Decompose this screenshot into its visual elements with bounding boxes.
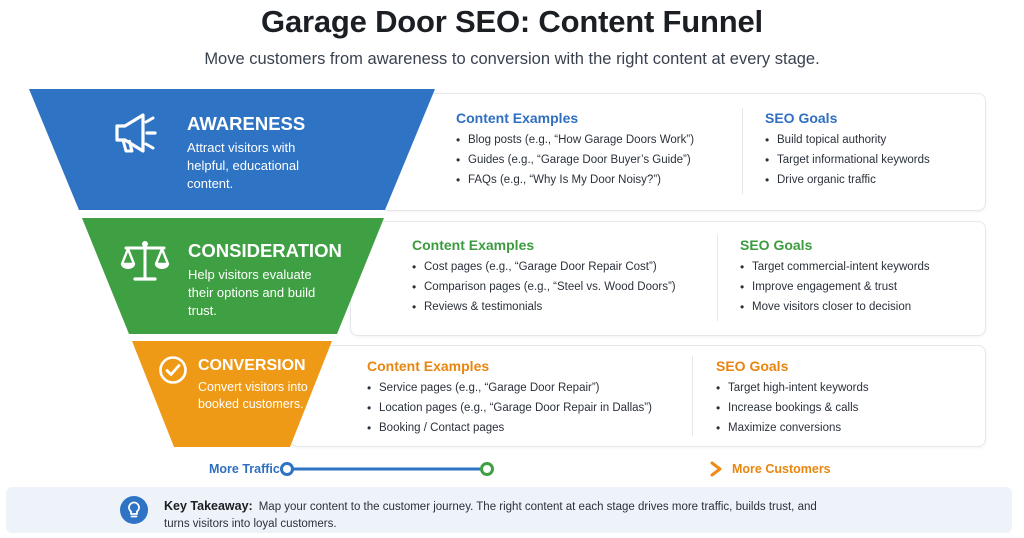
key-takeaway-body: Map your content to the customer journey… <box>164 501 817 530</box>
list-item: Build topical authority <box>765 133 930 147</box>
list-item: Maximize conversions <box>716 421 869 435</box>
more-traffic-label: More Traffic <box>209 462 280 476</box>
scales-icon <box>120 241 170 281</box>
column-heading: Content Examples <box>367 358 490 374</box>
page-subtitle: Move customers from awareness to convers… <box>204 50 820 68</box>
list-item: Drive organic traffic <box>765 173 930 187</box>
stage-heading: AWARENESS <box>187 113 306 134</box>
awareness-content-examples: Content Examples Blog posts (e.g., “How … <box>456 110 694 194</box>
list-item: Location pages (e.g., “Garage Door Repai… <box>367 401 652 415</box>
funnel-stage-conversion: CONVERSION Convert visitors into booked … <box>132 341 332 447</box>
awareness-card <box>380 93 986 211</box>
lightbulb-icon <box>120 496 148 524</box>
list-item: Increase bookings & calls <box>716 401 869 415</box>
megaphone-icon <box>115 113 157 153</box>
more-customers-label: More Customers <box>732 462 831 476</box>
list-item: Reviews & testimonials <box>412 300 676 314</box>
key-takeaway-label: Key Takeaway: <box>164 499 253 513</box>
list-item: Target informational keywords <box>765 153 930 167</box>
list-item: Improve engagement & trust <box>740 280 930 294</box>
list-item: Target high-intent keywords <box>716 381 869 395</box>
awareness-seo-goals: SEO Goals Build topical authority Target… <box>765 110 930 194</box>
column-heading: SEO Goals <box>716 358 789 374</box>
list-item: Guides (e.g., “Garage Door Buyer’s Guide… <box>456 153 694 167</box>
consideration-content-examples: Content Examples Cost pages (e.g., “Gara… <box>412 237 676 321</box>
traffic-progress-arrow <box>280 461 722 477</box>
column-divider <box>717 235 718 321</box>
list-item: Service pages (e.g., “Garage Door Repair… <box>367 381 652 395</box>
conversion-band-shape <box>132 341 332 447</box>
stage-description: Attract visitors with helpful, education… <box>187 140 300 191</box>
stage-description: Convert visitors into booked customers. <box>198 380 308 411</box>
column-heading: Content Examples <box>412 237 535 253</box>
column-heading: Content Examples <box>456 110 579 126</box>
list-item: Target commercial-intent keywords <box>740 260 930 274</box>
conversion-content-examples: Content Examples Service pages (e.g., “G… <box>367 358 652 442</box>
funnel-stage-consideration: CONSIDERATION Help visitors evaluate the… <box>82 218 384 334</box>
key-takeaway-text: Key Takeaway:Map your content to the cus… <box>164 498 844 532</box>
column-divider <box>742 108 743 194</box>
list-item: Booking / Contact pages <box>367 421 652 435</box>
page-title: Garage Door SEO: Content Funnel <box>261 4 763 39</box>
conversion-seo-goals: SEO Goals Target high-intent keywords In… <box>716 358 869 442</box>
stage-description: Help visitors evaluate their options and… <box>188 267 316 318</box>
list-item: Move visitors closer to decision <box>740 300 930 314</box>
column-heading: SEO Goals <box>740 237 813 253</box>
list-item: Comparison pages (e.g., “Steel vs. Wood … <box>412 280 676 294</box>
list-item: Cost pages (e.g., “Garage Door Repair Co… <box>412 260 676 274</box>
consideration-card <box>350 221 986 336</box>
column-heading: SEO Goals <box>765 110 838 126</box>
consideration-seo-goals: SEO Goals Target commercial-intent keywo… <box>740 237 930 321</box>
funnel-stage-awareness: AWARENESS Attract visitors with helpful,… <box>29 89 435 210</box>
list-item: Blog posts (e.g., “How Garage Doors Work… <box>456 133 694 147</box>
key-takeaway-panel: Key Takeaway:Map your content to the cus… <box>6 487 1012 533</box>
list-item: FAQs (e.g., “Why Is My Door Noisy?”) <box>456 173 694 187</box>
stage-heading: CONVERSION <box>198 357 306 374</box>
awareness-band-shape <box>29 89 435 210</box>
column-divider <box>692 356 693 436</box>
stage-heading: CONSIDERATION <box>188 240 342 261</box>
check-circle-icon <box>159 356 187 384</box>
